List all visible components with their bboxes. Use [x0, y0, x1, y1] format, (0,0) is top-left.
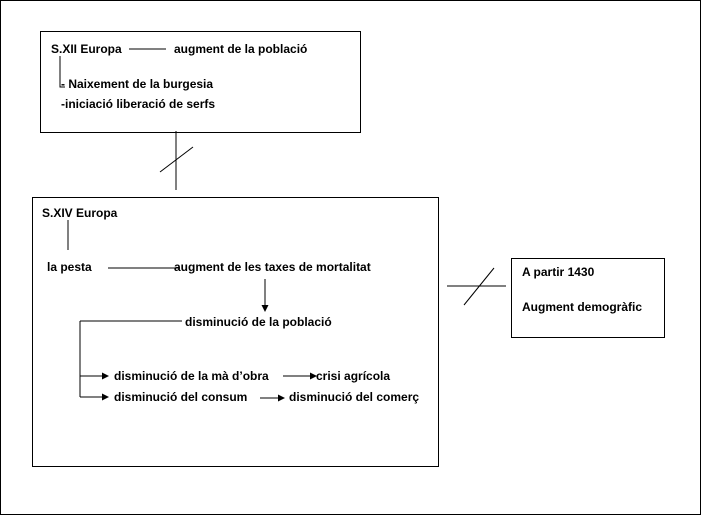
xiv-effect-mortalitat: augment de les taxes de mortalitat — [174, 260, 371, 274]
xii-bracket — [59, 56, 65, 88]
xii-result: augment de la població — [174, 42, 308, 56]
box-xiv-century — [32, 197, 439, 467]
box-1430-text: Augment demogràfic — [522, 300, 643, 314]
xiv-effect-ma-obra: disminució de la mà d’obra — [114, 369, 269, 383]
xiv-1430-cross — [463, 267, 495, 306]
xiv-effect-consum: disminució del consum — [114, 390, 248, 404]
xiv-effect-crisi-agricola: crisi agrícola — [316, 369, 391, 383]
box-xii-century — [40, 31, 361, 133]
xii-title: S.XII Europa — [51, 42, 122, 56]
xiv-effect-comerc: disminució del comerç — [289, 390, 420, 404]
xiv-title: S.XIV Europa — [42, 206, 118, 220]
xiv-cause-pesta: la pesta — [47, 260, 92, 274]
box-1430-title: A partir 1430 — [522, 265, 595, 279]
xii-xiv-cross — [159, 146, 194, 173]
box-1430 — [511, 258, 665, 338]
xii-item-serfs: -iniciació liberació de serfs — [61, 97, 216, 111]
xiv-effect-poblacio: disminució de la població — [185, 315, 332, 329]
xii-item-burgesia: - Naixement de la burgesia — [61, 77, 214, 91]
